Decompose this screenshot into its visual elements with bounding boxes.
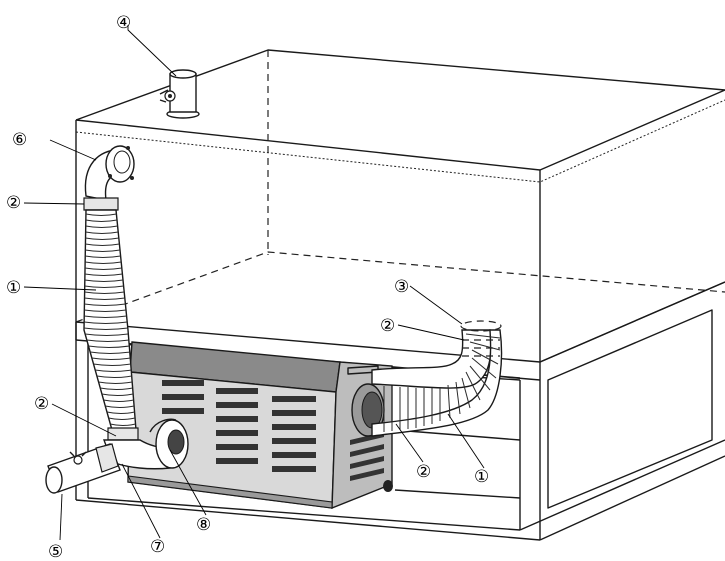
hose-rib — [84, 273, 123, 276]
hose-rib — [84, 297, 125, 300]
hose-rib — [84, 303, 126, 306]
hose-rib — [84, 267, 122, 270]
hose-rib — [108, 417, 136, 420]
hose-rib — [85, 219, 118, 222]
hose-rib — [101, 393, 134, 396]
right-hot-air-duct — [371, 320, 503, 437]
hose-rib — [106, 411, 135, 414]
callout-1-right: ① — [474, 467, 489, 487]
hose-rib — [90, 351, 130, 354]
callout-2-mid-left: ② — [34, 394, 49, 414]
callout-1-left: ① — [6, 278, 21, 298]
hose-rib — [93, 363, 131, 366]
hose-rib — [98, 381, 133, 384]
hose-rib — [110, 423, 136, 426]
hose-rib — [91, 357, 131, 360]
callout-8: ⑧ — [196, 515, 211, 535]
hose-rib — [85, 249, 121, 252]
hose-rib — [85, 255, 121, 258]
hose-rib — [85, 333, 129, 336]
hose-rib — [105, 405, 135, 408]
hose-rib — [83, 327, 128, 330]
roof-exhaust-cap — [159, 69, 200, 119]
callout-5: ⑤ — [48, 542, 63, 561]
callout-3: ③ — [394, 277, 409, 297]
hose-rib — [96, 375, 132, 378]
callout-4: ④ — [116, 13, 131, 33]
hose-rib — [95, 369, 132, 372]
hose-rib — [88, 345, 130, 348]
hose-rib — [86, 339, 129, 342]
callout-labels: ④ ⑥ ② ① ③ ② ② ② ① ⑧ ⑦ ⑤ — [6, 13, 489, 561]
hose-rib — [84, 309, 127, 312]
heater-unit — [127, 341, 393, 510]
callout-2-upper-left: ② — [6, 193, 21, 213]
callout-6: ⑥ — [12, 130, 27, 150]
enclosure-box — [75, 49, 725, 541]
hose-rib — [100, 387, 133, 390]
callout-7: ⑦ — [150, 537, 165, 557]
hose-rib — [84, 315, 127, 318]
hose-rib — [84, 291, 125, 294]
callout-2-right-outlet: ② — [416, 462, 431, 482]
hose-rib — [85, 225, 118, 228]
hose-rib — [84, 321, 128, 324]
leader-lines — [23, 25, 485, 541]
hose-rib — [85, 213, 117, 216]
hose-rib — [85, 237, 119, 240]
callout-2-right-top: ② — [380, 316, 395, 336]
hose-rib — [85, 231, 119, 234]
hose-rib — [84, 279, 124, 282]
hose-rib — [85, 261, 122, 264]
hose-rib — [84, 285, 124, 288]
left-intake-duct — [45, 145, 189, 494]
hose-rib — [85, 243, 120, 246]
hose-rib — [103, 399, 134, 402]
